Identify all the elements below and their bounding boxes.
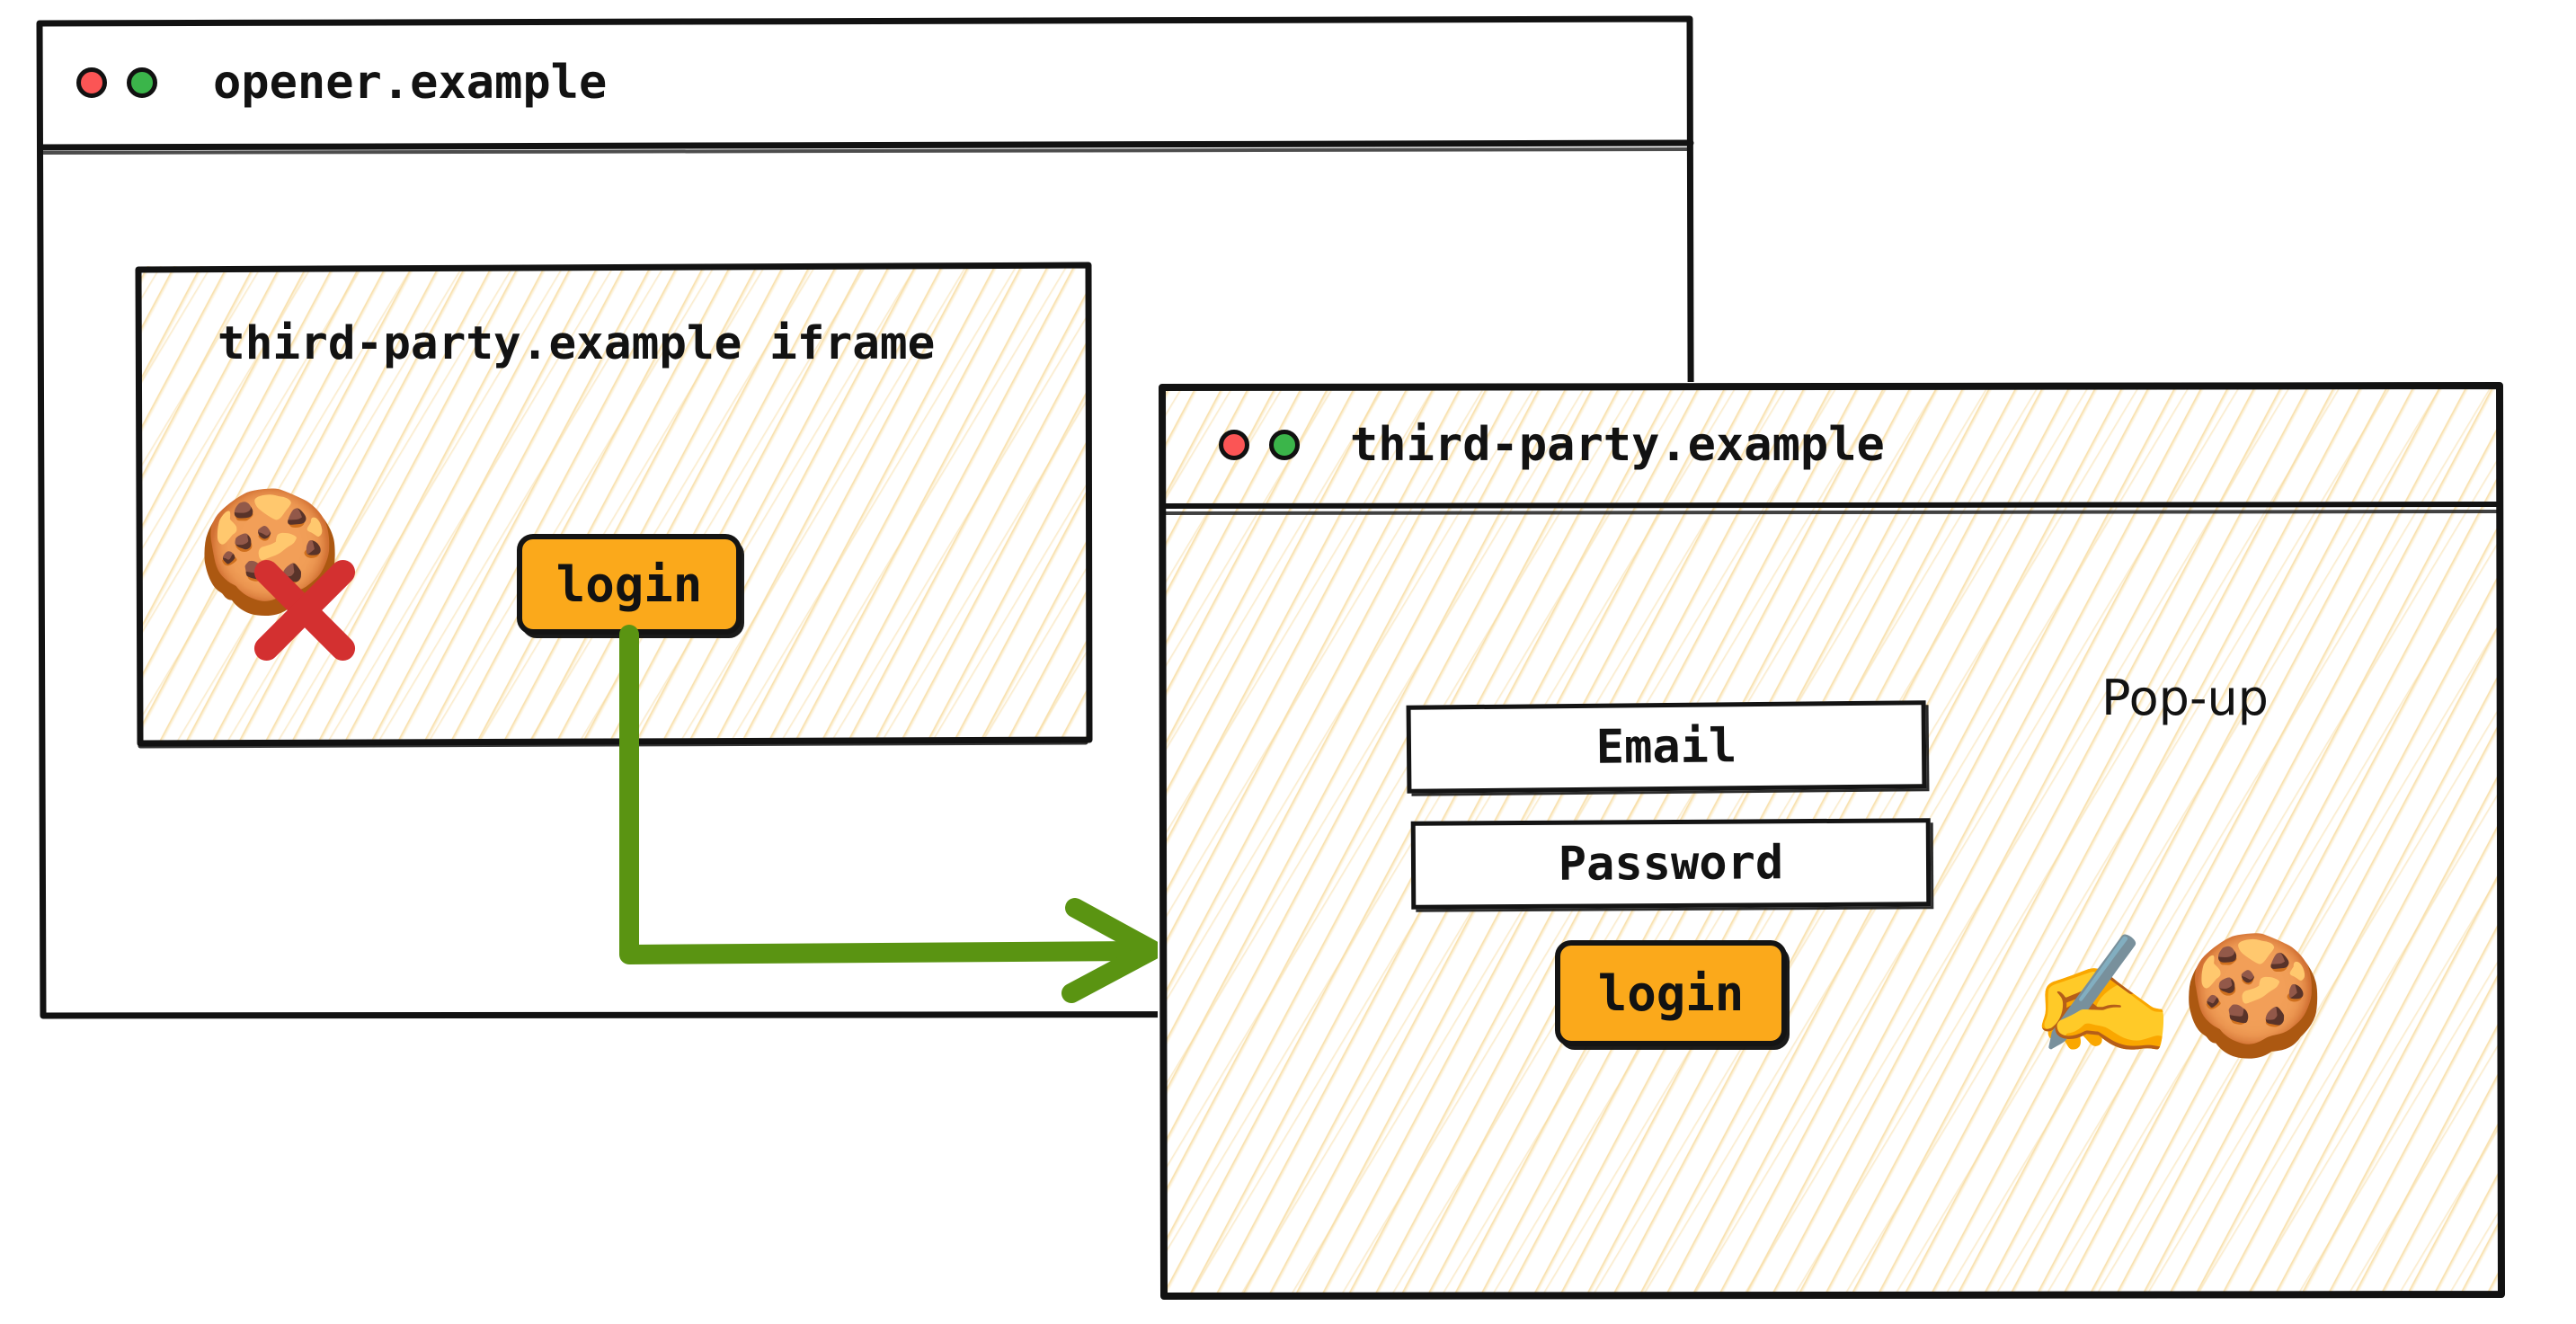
writing-hand-icon: ✍️ xyxy=(2030,927,2175,1063)
password-field[interactable]: Password xyxy=(1410,818,1932,910)
red-x-icon xyxy=(253,559,356,662)
popup-annotation-label: Pop-up xyxy=(2101,670,2269,726)
popup-window-title: third-party.example xyxy=(1350,418,1885,472)
close-dot[interactable] xyxy=(76,67,107,98)
blocked-cookie-indicator: 🍪 xyxy=(196,493,394,672)
opener-window-title: opener.example xyxy=(213,56,608,110)
opener-title-bar: opener.example xyxy=(36,16,1694,149)
popup-login-button[interactable]: login xyxy=(1555,940,1787,1046)
iframe-title: third-party.example iframe xyxy=(218,317,936,370)
minimize-dot[interactable] xyxy=(1269,430,1300,460)
popup-traffic-lights xyxy=(1219,430,1300,460)
popup-title-bar: third-party.example xyxy=(1158,382,2504,508)
close-dot[interactable] xyxy=(1219,430,1249,460)
opener-traffic-lights xyxy=(76,67,157,98)
cookie-icon: 🍪 xyxy=(2180,927,2326,1063)
iframe-login-button[interactable]: login xyxy=(517,534,742,635)
cookie-written-indicator: ✍️ 🍪 xyxy=(2030,910,2344,1080)
email-field[interactable]: Email xyxy=(1406,700,1927,794)
minimize-dot[interactable] xyxy=(127,67,157,98)
